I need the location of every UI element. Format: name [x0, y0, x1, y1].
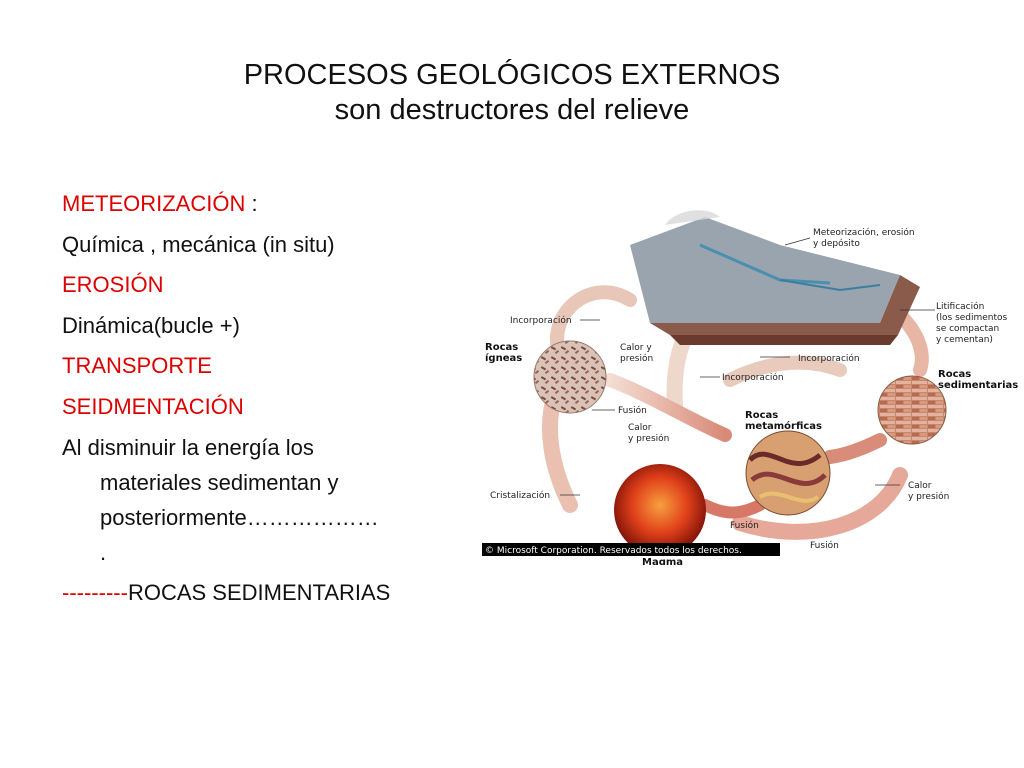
arrow-fusion-bottom	[732, 467, 908, 540]
label-litificacion-3: se compactan	[936, 324, 999, 334]
arrow-fusion-meta	[699, 499, 766, 519]
label-fusion-1: Fusión	[618, 405, 647, 416]
label-fusion-3: Fusión	[810, 540, 839, 551]
label-cristalizacion: Cristalización	[490, 490, 550, 501]
surface-landscape	[630, 210, 920, 345]
label-calor-presion-2: Calor	[628, 423, 652, 433]
label-rocas-sedimentarias-2: sedimentarias	[938, 380, 1018, 391]
arrow-sed-to-right	[893, 308, 929, 377]
arrow-incorporacion-left	[550, 285, 637, 362]
label-litificacion-2: (los sedimentos	[936, 313, 1008, 323]
label-calor-presion-3b: y presión	[908, 491, 949, 502]
item-sedimentacion: SEIDMENTACIÓN	[62, 393, 244, 419]
label-rocas-metamorficas: Rocas	[745, 410, 778, 421]
magma-sphere	[614, 464, 706, 556]
label-magma: Magma	[642, 557, 683, 565]
rocas-label: ROCAS SEDIMENTARIAS	[127, 580, 391, 605]
label-incorporacion-right: Incorporación	[798, 353, 860, 364]
item-meteorizacion: METEORIZACIÓN :	[62, 184, 487, 225]
label-rocas-igneas: Rocas	[485, 342, 518, 353]
label-meteorizacion: Meteorización, erosión	[813, 227, 915, 238]
label-incorporacion-left: Incorporación	[510, 315, 572, 326]
label-calor-presion-2b: y presión	[628, 433, 669, 444]
label-litificacion: Litificación	[936, 301, 984, 312]
arrow-incorporacion-center	[723, 355, 847, 387]
label-litificacion-4: y cementan)	[936, 335, 993, 345]
igneous-rock-sample	[533, 340, 607, 414]
item-rocas-sedimentarias: ---------ROCAS SEDIMENTARIAS	[62, 573, 487, 614]
meteorizacion-colon: :	[245, 191, 258, 216]
metamorphic-rock-sample	[745, 430, 831, 516]
bullet-list: METEORIZACIÓN : Química , mecánica (in s…	[62, 184, 487, 614]
para-line-4: .	[100, 540, 107, 565]
label-fusion-2: Fusión	[730, 520, 759, 531]
item-quimica: Química , mecánica (in situ)	[62, 231, 335, 257]
slide-title: PROCESOS GEOLÓGICOS EXTERNOS son destruc…	[0, 58, 1024, 128]
label-leaders	[560, 237, 935, 496]
label-calor-presion-3: Calor	[908, 481, 932, 491]
label-meteorizacion-2: y depósito	[813, 238, 860, 249]
paragraph-sedimentacion: Al disminuir la energía los materiales s…	[62, 430, 487, 570]
arrow-calor-presion-igneas	[603, 373, 732, 442]
label-calor-presion-1b: presión	[620, 353, 653, 364]
para-line-2: materiales sedimentan y	[100, 470, 339, 495]
title-line-1: PROCESOS GEOLÓGICOS EXTERNOS	[243, 59, 781, 91]
item-dinamica: Dinámica(bucle +)	[62, 312, 240, 338]
label-incorporacion-center: Incorporación	[722, 372, 784, 383]
copyright-text: © Microsoft Corporation. Reservados todo…	[485, 546, 742, 556]
rock-cycle-diagram: Meteorización, erosión y depósito Litifi…	[482, 210, 1018, 565]
copyright-bar	[482, 543, 780, 556]
label-rocas-sedimentarias: Rocas	[938, 369, 971, 380]
title-line-2: son destructores del relieve	[334, 94, 690, 126]
para-line-3: posteriormente………………	[100, 505, 379, 530]
item-transporte: TRANSPORTE	[62, 353, 212, 378]
label-calor-presion-1: Calor y	[620, 343, 652, 353]
arrow-sed-to-meta	[823, 433, 887, 464]
para-line-1: Al disminuir la energía los	[62, 435, 314, 460]
item-erosion: EROSIÓN	[62, 272, 164, 297]
label-rocas-metamorficas-2: metamórficas	[745, 420, 822, 432]
rocas-dashes: ---------	[62, 580, 128, 605]
meteorizacion-label: METEORIZACIÓN	[62, 191, 246, 216]
sedimentary-rock-sample	[877, 375, 947, 445]
label-rocas-igneas-2: ígneas	[485, 352, 522, 364]
